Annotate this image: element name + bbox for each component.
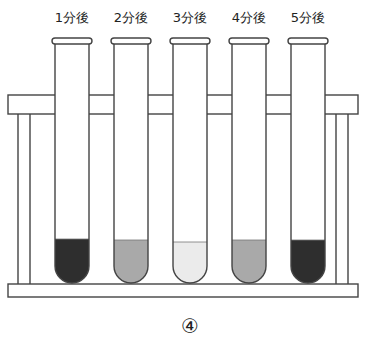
rack-base (8, 284, 358, 297)
time-label: 4分後 (232, 11, 266, 25)
rack-post (336, 112, 348, 286)
tube-rim (170, 38, 210, 44)
liquid (291, 240, 325, 283)
tube-rim (229, 38, 269, 44)
test-tube (170, 38, 210, 283)
figure-number: ④ (181, 315, 199, 337)
time-label: 3分後 (173, 11, 207, 25)
liquid (173, 242, 207, 283)
test-tube (111, 38, 151, 283)
time-label: 1分後 (55, 11, 89, 25)
tube-rim (111, 38, 151, 44)
liquid (232, 240, 266, 283)
tube-rim (288, 38, 328, 44)
tube-rim (52, 38, 92, 44)
time-label: 5分後 (291, 11, 325, 25)
test-tube (288, 38, 328, 283)
test-tube (229, 38, 269, 283)
liquid (55, 239, 89, 283)
rack-post (18, 112, 30, 286)
liquid (114, 240, 148, 283)
time-label: 2分後 (114, 11, 148, 25)
test-tube (52, 38, 92, 283)
